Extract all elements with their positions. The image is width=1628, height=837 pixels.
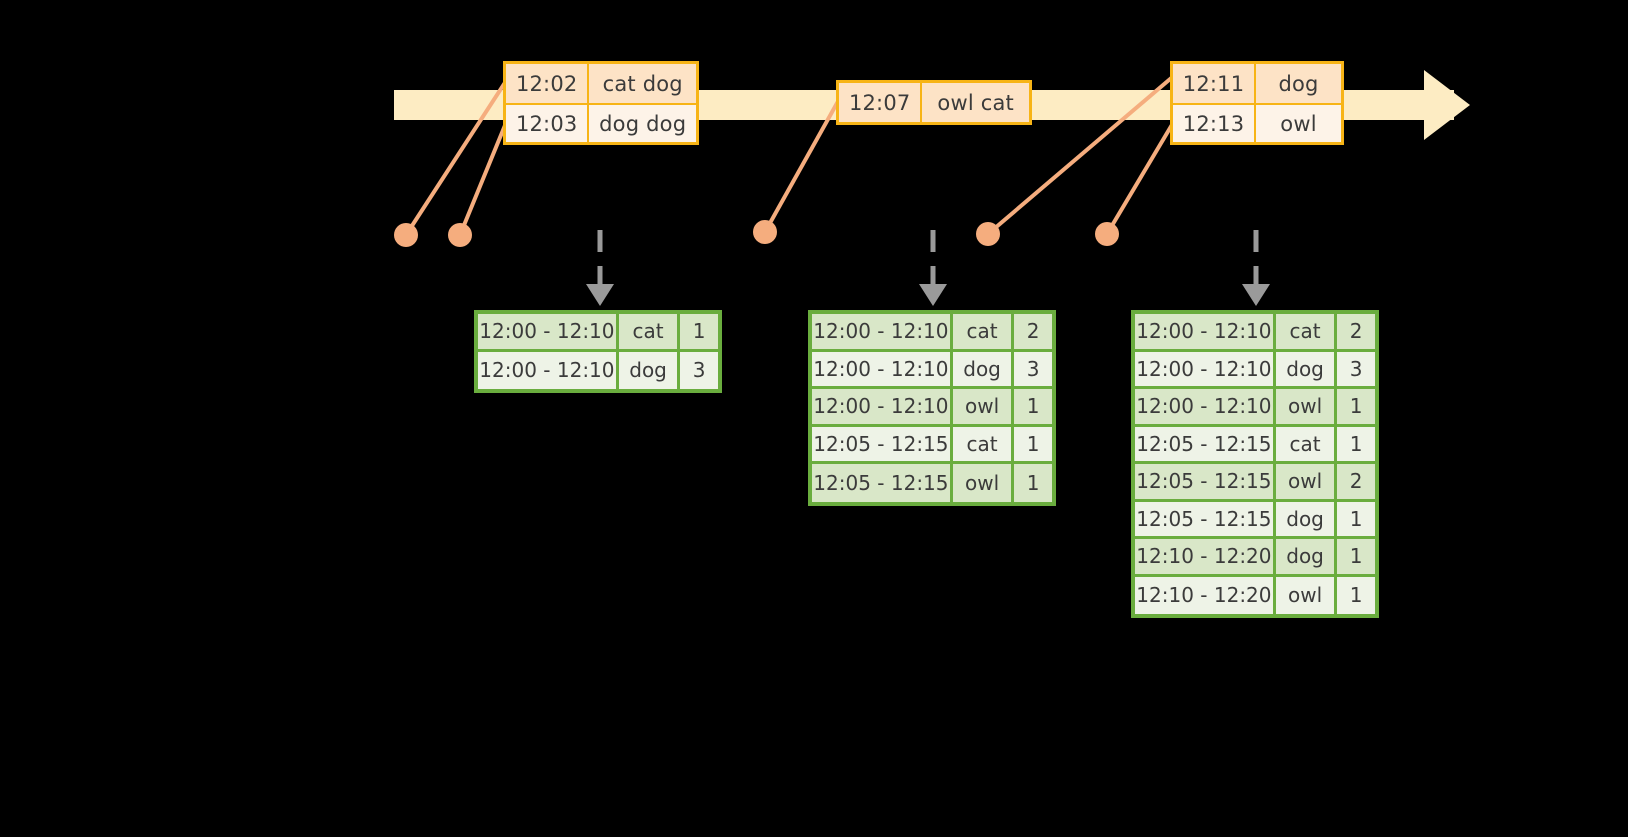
result-window: 12:00 - 12:10 <box>812 351 953 389</box>
event-row: 12:07 owl cat <box>839 83 1029 122</box>
result-key: cat <box>952 314 1015 352</box>
result-count: 1 <box>1337 539 1375 577</box>
event-box-2: 12:07 owl cat <box>836 80 1032 125</box>
result-window: 12:00 - 12:10 <box>478 351 619 389</box>
result-count: 2 <box>1337 314 1375 352</box>
result-key: owl <box>952 464 1015 502</box>
event-time: 12:02 <box>506 64 590 103</box>
event-dot-1202 <box>394 223 418 247</box>
result-window: 12:00 - 12:10 <box>1135 389 1276 427</box>
result-key: dog <box>1275 501 1338 539</box>
result-window: 12:10 - 12:20 <box>1135 576 1276 614</box>
result-window: 12:00 - 12:10 <box>1135 314 1276 352</box>
result-window: 12:10 - 12:20 <box>1135 539 1276 577</box>
event-time: 12:03 <box>506 105 590 142</box>
result-key: owl <box>1275 576 1338 614</box>
result-window: 12:05 - 12:15 <box>1135 426 1276 464</box>
result-count: 1 <box>1337 501 1375 539</box>
event-words: dog dog <box>589 105 696 142</box>
event-dot-1213 <box>1095 222 1119 246</box>
event-row: 12:13 owl <box>1173 103 1341 142</box>
event-row: 12:03 dog dog <box>506 103 696 142</box>
result-key: owl <box>952 389 1015 427</box>
event-box-1: 12:02 cat dog 12:03 dog dog <box>503 61 699 145</box>
result-window: 12:05 - 12:15 <box>812 426 953 464</box>
result-key: cat <box>1275 314 1338 352</box>
event-time: 12:13 <box>1173 105 1257 142</box>
result-key: dog <box>1275 539 1338 577</box>
result-count: 1 <box>1337 426 1375 464</box>
result-key: owl <box>1275 389 1338 427</box>
result-count: 1 <box>1014 389 1052 427</box>
result-window: 12:05 - 12:15 <box>1135 464 1276 502</box>
result-count: 3 <box>1337 351 1375 389</box>
event-words: owl <box>1256 105 1341 142</box>
result-key: dog <box>952 351 1015 389</box>
result-key: dog <box>618 351 681 389</box>
event-box-3: 12:11 dog 12:13 owl <box>1170 61 1344 145</box>
result-key: cat <box>1275 426 1338 464</box>
result-count: 1 <box>680 314 718 352</box>
result-window: 12:00 - 12:10 <box>1135 351 1276 389</box>
result-count: 1 <box>1337 576 1375 614</box>
result-count: 1 <box>1337 389 1375 427</box>
event-words: owl cat <box>922 83 1029 122</box>
event-time: 12:11 <box>1173 64 1257 103</box>
result-count: 2 <box>1337 464 1375 502</box>
event-dot-1203 <box>448 223 472 247</box>
result-count: 1 <box>1014 464 1052 502</box>
result-window: 12:00 - 12:10 <box>812 314 953 352</box>
result-key: cat <box>618 314 681 352</box>
result-count: 1 <box>1014 426 1052 464</box>
event-dot-1207 <box>753 220 777 244</box>
emit-arrow-2 <box>919 230 947 306</box>
event-time: 12:07 <box>839 83 923 122</box>
result-count: 3 <box>1014 351 1052 389</box>
emit-arrow-3 <box>1242 230 1270 306</box>
event-row: 12:11 dog <box>1173 64 1341 103</box>
event-words: cat dog <box>589 64 696 103</box>
result-window: 12:00 - 12:10 <box>812 389 953 427</box>
result-window: 12:05 - 12:15 <box>1135 501 1276 539</box>
result-count: 2 <box>1014 314 1052 352</box>
result-key: dog <box>1275 351 1338 389</box>
result-window: 12:00 - 12:10 <box>478 314 619 352</box>
result-key: owl <box>1275 464 1338 502</box>
result-window: 12:05 - 12:15 <box>812 464 953 502</box>
event-words: dog <box>1256 64 1341 103</box>
result-count: 3 <box>680 351 718 389</box>
emit-arrow-1 <box>586 230 614 306</box>
event-time-axis-arrowhead <box>1424 70 1470 140</box>
event-row: 12:02 cat dog <box>506 64 696 103</box>
result-key: cat <box>952 426 1015 464</box>
event-dot-1211 <box>976 222 1000 246</box>
